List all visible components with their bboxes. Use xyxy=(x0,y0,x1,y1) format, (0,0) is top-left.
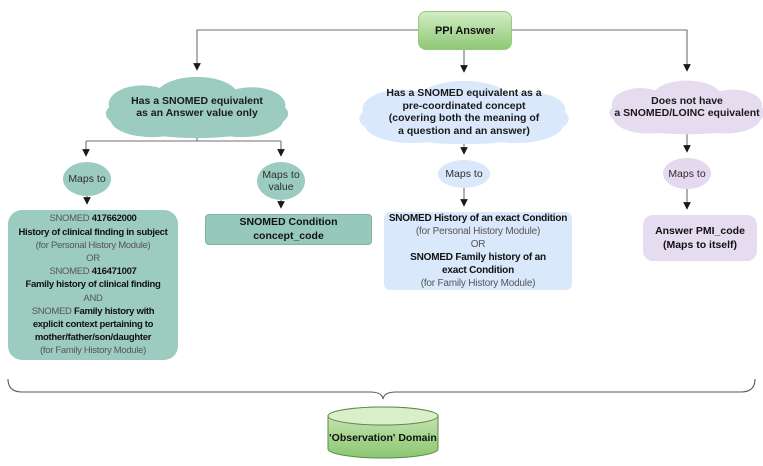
connector-root-to-right-cloud xyxy=(510,29,691,72)
cloud-pre-coordinated: Has a SNOMED equivalent as a pre-coordin… xyxy=(356,78,572,146)
cloud-line: a question and an answer) xyxy=(398,124,530,137)
cloud-line: as an Answer value only xyxy=(136,107,258,119)
cloud-no-equivalent: Does not have a SNOMED/LOINC equivalent xyxy=(607,78,763,136)
maps-to-label: Maps to xyxy=(262,169,300,181)
box-snomed-history-codes: SNOMED 417662000 History of clinical fin… xyxy=(8,210,178,360)
maps-to-label: Maps to xyxy=(445,168,483,180)
maps-to-value-ellipse: Maps to value xyxy=(257,162,305,200)
box-text: OR xyxy=(86,252,100,264)
brace xyxy=(7,378,756,400)
box-text: SNOMED Condition xyxy=(239,216,338,228)
box-text: OR xyxy=(470,239,486,250)
box-text: mother/father/son/daughter xyxy=(34,332,152,344)
box-text: explicit context pertaining to xyxy=(32,319,154,330)
cloud-line: Has a SNOMED equivalent xyxy=(131,94,263,107)
box-answer-pmi-code: Answer PMI_code (Maps to itself) xyxy=(643,215,757,261)
ppi-answer-label: PPI Answer xyxy=(434,24,496,37)
cloud-line: a SNOMED/LOINC equivalent xyxy=(614,107,760,119)
box-text: (for Family History Module) xyxy=(40,345,146,357)
box-text: AND xyxy=(83,292,103,304)
box-text: (for Personal History Module) xyxy=(415,226,541,237)
box-text: SNOMED xyxy=(31,305,74,317)
maps-to-ellipse-left: Maps to xyxy=(63,162,111,196)
box-text: (Maps to itself) xyxy=(662,239,738,251)
box-text: (for Personal History Module) xyxy=(35,239,151,251)
cloud-shape xyxy=(359,80,569,145)
cloud-line: pre-coordinated concept xyxy=(402,99,526,112)
cloud-shape xyxy=(105,76,289,139)
maps-to-label: Maps to xyxy=(68,173,106,185)
observation-domain-cylinder: 'Observation' Domain xyxy=(327,406,439,460)
cloud-line: (covering both the meaning of xyxy=(388,112,540,124)
box-text: SNOMED Family history of an xyxy=(410,252,546,263)
box-text: Family history of clinical finding xyxy=(25,279,161,291)
maps-to-label: value xyxy=(268,181,294,193)
cloud-shape xyxy=(609,80,763,135)
box-condition-concept-code: SNOMED Condition concept_code xyxy=(205,214,372,245)
box-text: 416471007 xyxy=(91,266,137,278)
box-text: 417662000 xyxy=(91,213,137,225)
cloud-line: Does not have xyxy=(651,94,723,107)
box-text: exact Condition xyxy=(441,265,514,276)
box-text: SNOMED xyxy=(49,266,92,278)
cloud-line: Has a SNOMED equivalent as a xyxy=(386,87,542,99)
cloud-answer-value-only: Has a SNOMED equivalent as an Answer val… xyxy=(103,74,291,140)
box-text: concept_code xyxy=(253,229,324,242)
cylinder-shape xyxy=(327,406,439,459)
maps-to-ellipse-right: Maps to xyxy=(663,158,711,189)
connector-root-to-left-cloud xyxy=(193,29,418,71)
box-text: History of clinical finding in subject xyxy=(18,226,168,238)
box-text: Answer PMI_code xyxy=(655,225,745,237)
box-text: (for Family History Module) xyxy=(420,278,536,289)
observation-domain-label: 'Observation' Domain xyxy=(329,432,437,444)
maps-to-label: Maps to xyxy=(668,167,706,180)
box-text: SNOMED History of an exact Condition xyxy=(388,213,568,224)
ppi-answer-box: PPI Answer xyxy=(418,11,512,50)
maps-to-ellipse-middle: Maps to xyxy=(438,160,490,188)
box-exact-condition: SNOMED History of an exact Condition (fo… xyxy=(384,212,572,290)
box-text: Family history with xyxy=(73,305,155,317)
box-text: SNOMED xyxy=(49,213,92,225)
